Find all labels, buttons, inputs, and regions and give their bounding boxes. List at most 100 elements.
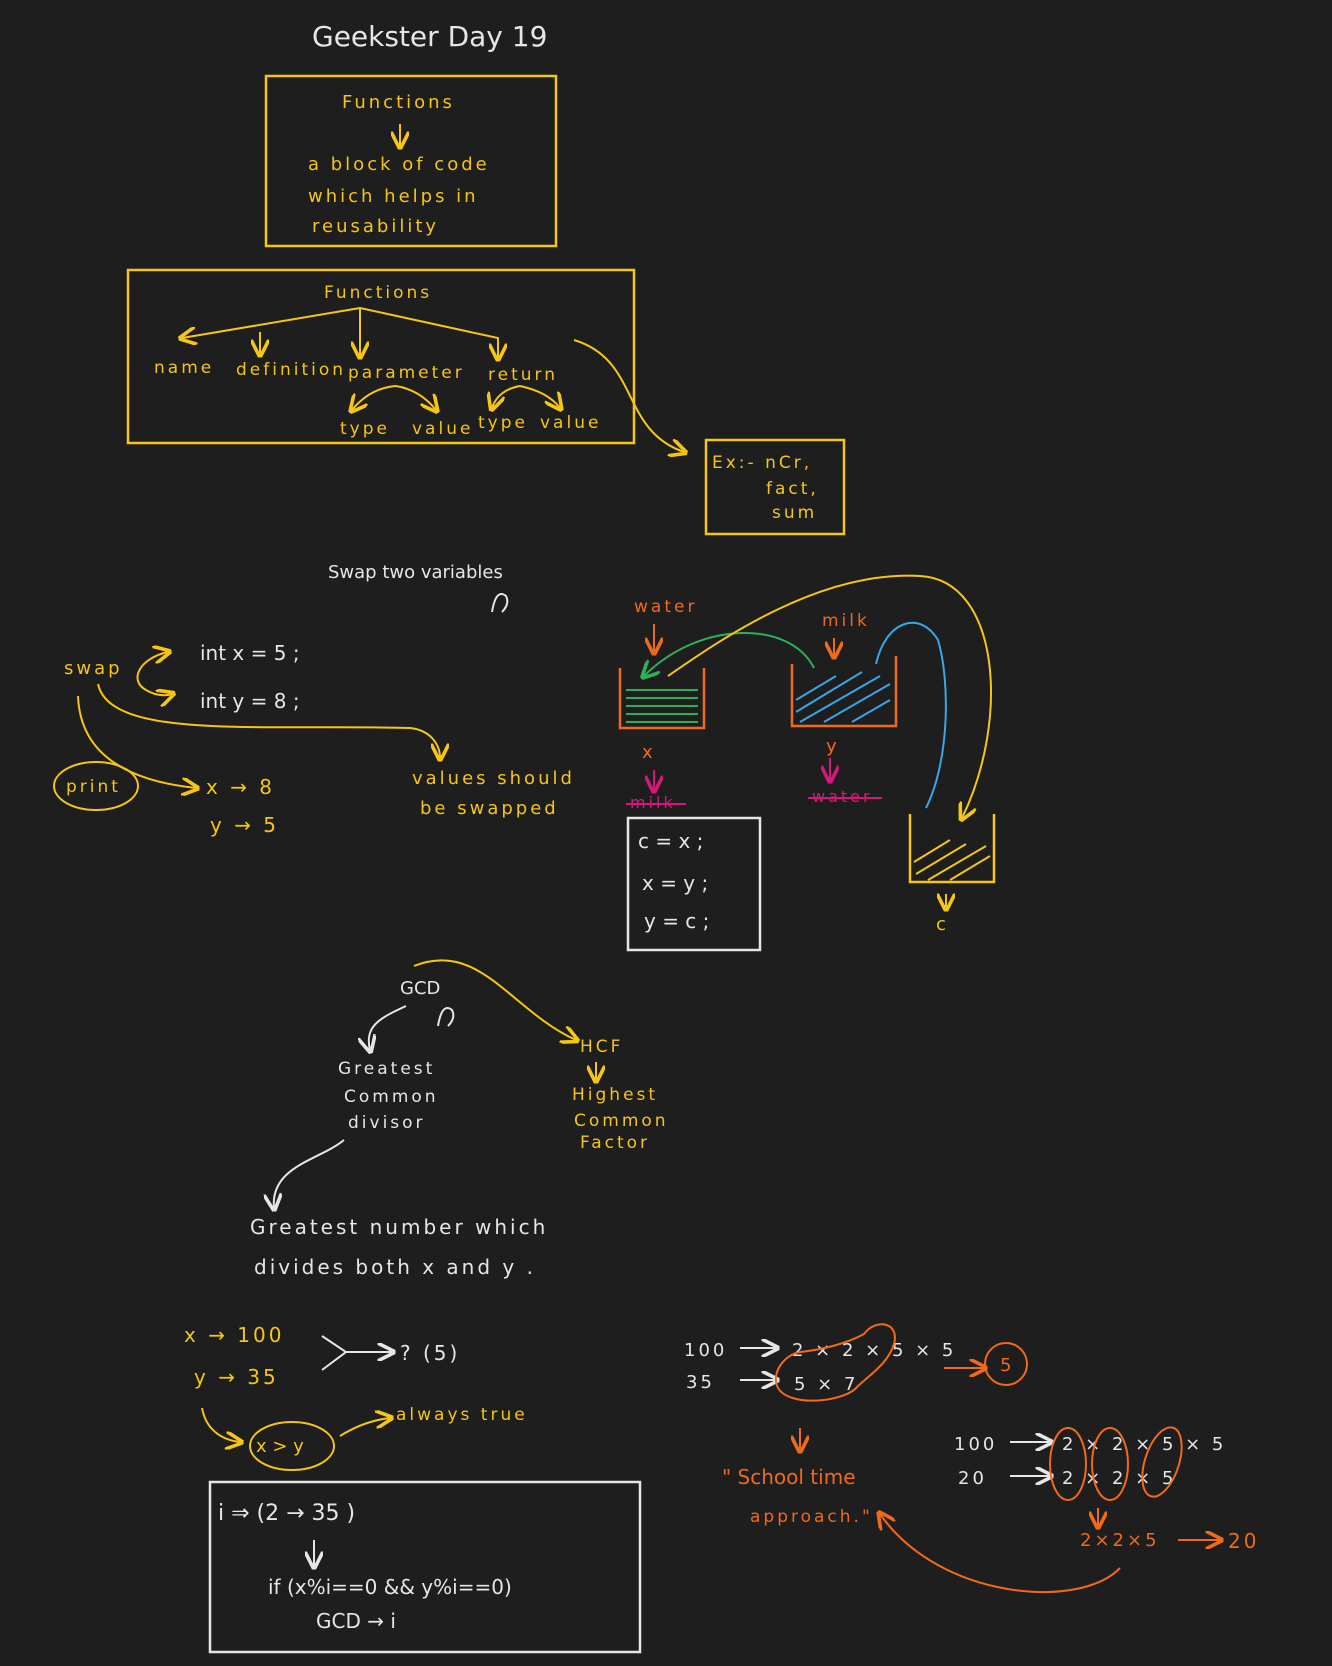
result-five-circle — [984, 1342, 1028, 1386]
glass-c — [908, 814, 996, 884]
factor-row1-num: 100 — [684, 1340, 727, 1361]
example-y: y → 35 — [194, 1365, 279, 1389]
examples-line3: sum — [772, 503, 817, 523]
functions-box-line2: which helps in — [308, 186, 479, 207]
examples-box-border — [704, 438, 846, 536]
functions-box-line3: reusability — [312, 216, 439, 237]
yellow-transfer-arrow — [667, 574, 992, 818]
hcf-label: HCF — [580, 1037, 623, 1057]
condition-text: x > y — [256, 1436, 304, 1457]
factor-row3-factors: 2 × 2 × 5 × 5 — [1062, 1434, 1226, 1455]
struck-milk: milk — [630, 793, 676, 812]
functions-tree-box: Functions name definition parameter retu… — [126, 268, 636, 445]
blue-transfer-curve — [875, 621, 947, 809]
swap-heading: Swap two variables — [328, 562, 503, 583]
functions-box-border — [264, 74, 558, 248]
gcd-line3: divisor — [348, 1113, 426, 1133]
example-result: ? (5) — [400, 1341, 460, 1365]
example-x: x → 100 — [184, 1323, 284, 1347]
result-five: 5 — [1000, 1355, 1011, 1376]
struck-water: water — [812, 787, 873, 806]
common-factor-oval-1 — [1049, 1427, 1087, 1501]
hat-icon — [491, 593, 509, 613]
glass-y-label: y — [826, 736, 837, 757]
loop-line: i ⇒ (2 → 35 ) — [218, 1501, 355, 1526]
quote-line1: " School time — [722, 1465, 856, 1489]
glass-x — [618, 668, 706, 730]
examples-box: Ex:- nCr, fact, sum — [704, 438, 846, 536]
tree-root: Functions — [324, 283, 432, 303]
gcd-to-greatest-arrow — [369, 1005, 407, 1050]
gcd-line1: Greatest — [338, 1059, 435, 1079]
gcd-line2: Common — [344, 1087, 439, 1107]
common-factor-loop — [775, 1323, 896, 1402]
water-label: water — [634, 597, 697, 617]
note-line1: values should — [412, 768, 575, 789]
page-title: Geekster Day 19 — [312, 20, 547, 53]
curved-arrow-to-examples — [573, 339, 684, 452]
if-line: if (x%i==0 && y%i==0) — [268, 1575, 512, 1599]
arrow-swap-to-note — [97, 683, 440, 758]
quote-line2: approach." — [750, 1507, 873, 1527]
product: 2×2×5 — [1080, 1530, 1160, 1551]
swap-code-line3: y = c ; — [644, 909, 709, 933]
swap-label: swap — [64, 658, 123, 679]
factor-row2-factors: 5 × 7 — [794, 1374, 858, 1395]
divisor-to-definition-arrow — [274, 1139, 345, 1208]
result-x: x → 8 — [206, 775, 275, 799]
factor-row4-factors: 2 × 2 × 5 — [1062, 1468, 1176, 1489]
functions-box-line1: a block of code — [308, 154, 490, 175]
print-label: print — [66, 777, 121, 797]
swap-bracket — [136, 652, 172, 695]
note-line2: be swapped — [420, 798, 559, 819]
definition-line1: Greatest number which — [250, 1215, 548, 1239]
hcf-line1: Highest — [572, 1085, 658, 1105]
param-type: type — [340, 419, 390, 439]
code-line-1: int x = 5 ; — [200, 641, 300, 665]
code-line-2: int y = 8 ; — [200, 689, 300, 713]
to-always-true-arrow — [339, 1418, 390, 1437]
functions-box-heading: Functions — [342, 92, 455, 113]
back-to-quote-arrow — [880, 1514, 1121, 1593]
functions-definition-box: Functions a block of code which helps in… — [264, 74, 558, 248]
swap-code-line2: x = y ; — [642, 871, 708, 895]
swap-code-border — [626, 816, 762, 952]
gcd-to-hcf-arrow — [413, 959, 576, 1040]
glass-x-label: x — [642, 742, 653, 763]
param-value: value — [412, 419, 473, 439]
tree-child-definition: definition — [236, 360, 346, 380]
glass-y — [790, 656, 898, 728]
result-y: y → 5 — [210, 813, 279, 837]
product-result: 20 — [1228, 1529, 1259, 1553]
factor-row4-num: 20 — [958, 1468, 987, 1489]
hcf-line3: Factor — [580, 1133, 650, 1153]
functions-tree-border — [126, 268, 636, 445]
merge-bracket — [321, 1335, 348, 1371]
factor-row3-num: 100 — [954, 1434, 997, 1455]
tree-child-return: return — [488, 365, 558, 385]
gcd-code-border — [208, 1480, 642, 1654]
examples-line1: Ex:- nCr, — [712, 453, 812, 473]
definition-line2: divides both x and y . — [254, 1255, 536, 1279]
tree-branches — [182, 307, 560, 410]
to-condition-arrow — [201, 1407, 240, 1442]
milk-label: milk — [822, 611, 870, 631]
gcd-code-box: i ⇒ (2 → 35 ) if (x%i==0 && y%i==0) GCD … — [208, 1480, 642, 1654]
gcd-assign: GCD → i — [316, 1609, 396, 1633]
common-factor-oval-3 — [1141, 1426, 1183, 1498]
gcd-hat-icon — [437, 1007, 455, 1027]
tree-child-parameter: parameter — [348, 363, 465, 383]
hcf-line2: Common — [574, 1111, 669, 1131]
print-circle — [53, 761, 139, 811]
examples-line2: fact, — [766, 479, 819, 499]
swap-code-box: c = x ; x = y ; y = c ; — [626, 816, 762, 952]
factor-row2-num: 35 — [686, 1372, 715, 1393]
common-factor-oval-2 — [1091, 1427, 1129, 1501]
gcd-label: GCD — [400, 978, 440, 999]
glass-c-label: c — [936, 914, 946, 935]
always-true: always true — [396, 1405, 528, 1425]
tree-child-name: name — [154, 358, 214, 378]
swap-code-line1: c = x ; — [638, 829, 703, 853]
green-transfer-arrow — [644, 631, 815, 676]
arrow-swap-to-result — [77, 695, 196, 788]
